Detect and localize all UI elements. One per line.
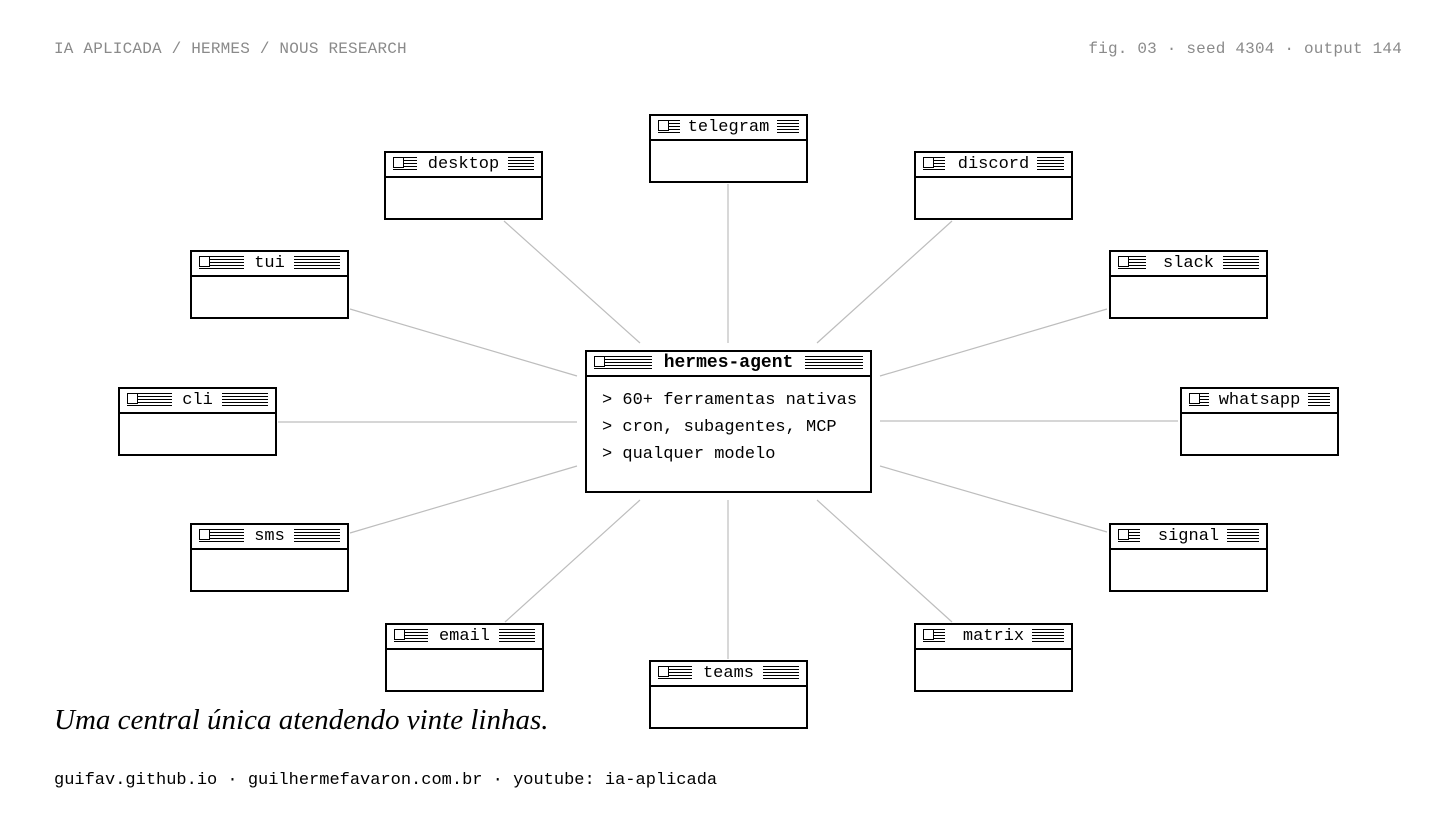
grip-lines-icon bbox=[294, 256, 340, 269]
feature-line: > qualquer modelo bbox=[602, 445, 776, 464]
hermes-agent-window: hermes-agent > 60+ ferramentas nativas >… bbox=[585, 350, 872, 493]
channel-window-email: email bbox=[385, 623, 544, 692]
header-breadcrumb: IA APLICADA / HERMES / NOUS RESEARCH bbox=[54, 40, 407, 58]
connector-line bbox=[879, 465, 1108, 533]
connector-line bbox=[503, 220, 641, 344]
channel-window-matrix: matrix bbox=[914, 623, 1073, 692]
window-square-icon bbox=[394, 629, 405, 640]
window-square-icon bbox=[923, 157, 934, 168]
grip-lines-icon bbox=[1036, 157, 1064, 170]
channel-title: signal bbox=[1149, 525, 1228, 548]
channel-title: email bbox=[430, 625, 498, 648]
feature-line: > 60+ ferramentas nativas bbox=[602, 391, 858, 410]
window-square-icon bbox=[127, 393, 138, 404]
grip-lines-icon bbox=[499, 629, 535, 642]
grip-lines-icon bbox=[594, 356, 652, 369]
grip-lines-icon bbox=[127, 393, 172, 406]
channel-title: slack bbox=[1154, 252, 1222, 275]
window-square-icon bbox=[658, 120, 669, 131]
channel-title: desktop bbox=[419, 153, 508, 176]
channel-title: matrix bbox=[954, 625, 1033, 648]
grip-lines-icon bbox=[805, 356, 863, 369]
footer-links: guifav.github.io · guilhermefavaron.com.… bbox=[54, 771, 718, 790]
hermes-agent-title: hermes-agent bbox=[655, 352, 802, 375]
grip-lines-icon bbox=[1227, 529, 1259, 542]
window-square-icon bbox=[1118, 529, 1129, 540]
channel-title: telegram bbox=[679, 116, 778, 139]
window-square-icon bbox=[199, 256, 210, 267]
channel-title: cli bbox=[174, 389, 221, 412]
channel-title: whatsapp bbox=[1210, 389, 1309, 412]
channel-window-desktop: desktop bbox=[384, 151, 543, 220]
grip-lines-icon bbox=[777, 120, 799, 133]
grip-lines-icon bbox=[199, 529, 244, 542]
figure-meta: fig. 03 · seed 4304 · output 144 bbox=[1088, 40, 1402, 58]
connector-line bbox=[816, 220, 953, 344]
channel-title: sms bbox=[246, 525, 293, 548]
window-square-icon bbox=[923, 629, 934, 640]
caption: Uma central única atendendo vinte linhas… bbox=[54, 704, 549, 736]
grip-lines-icon bbox=[1223, 256, 1259, 269]
grip-lines-icon bbox=[763, 666, 799, 679]
channel-window-tui: tui bbox=[190, 250, 349, 319]
hermes-agent-body: > 60+ ferramentas nativas > cron, subage… bbox=[587, 377, 870, 468]
window-square-icon bbox=[1189, 393, 1200, 404]
channel-window-teams: teams bbox=[649, 660, 808, 729]
connector-line bbox=[879, 308, 1108, 377]
channel-window-whatsapp: whatsapp bbox=[1180, 387, 1339, 456]
window-square-icon bbox=[1118, 256, 1129, 267]
channel-window-cli: cli bbox=[118, 387, 277, 456]
grip-lines-icon bbox=[222, 393, 268, 406]
channel-title: tui bbox=[246, 252, 293, 275]
grip-lines-icon bbox=[508, 157, 534, 170]
window-title-bar: hermes-agent bbox=[587, 352, 870, 377]
channel-window-telegram: telegram bbox=[649, 114, 808, 183]
window-square-icon bbox=[199, 529, 210, 540]
channel-window-slack: slack bbox=[1109, 250, 1268, 319]
connector-line bbox=[349, 465, 578, 534]
grip-lines-icon bbox=[199, 256, 244, 269]
connector-line bbox=[816, 499, 953, 623]
channel-window-discord: discord bbox=[914, 151, 1073, 220]
channel-title: teams bbox=[694, 662, 762, 685]
channel-window-signal: signal bbox=[1109, 523, 1268, 592]
connector-line bbox=[349, 308, 578, 377]
connector-line bbox=[504, 499, 641, 623]
channel-title: discord bbox=[949, 153, 1038, 176]
grip-lines-icon bbox=[1308, 393, 1330, 406]
feature-line: > cron, subagentes, MCP bbox=[602, 418, 837, 437]
channel-window-sms: sms bbox=[190, 523, 349, 592]
window-square-icon bbox=[393, 157, 404, 168]
window-square-icon bbox=[594, 356, 605, 367]
grip-lines-icon bbox=[294, 529, 340, 542]
window-square-icon bbox=[658, 666, 669, 677]
grip-lines-icon bbox=[1032, 629, 1064, 642]
